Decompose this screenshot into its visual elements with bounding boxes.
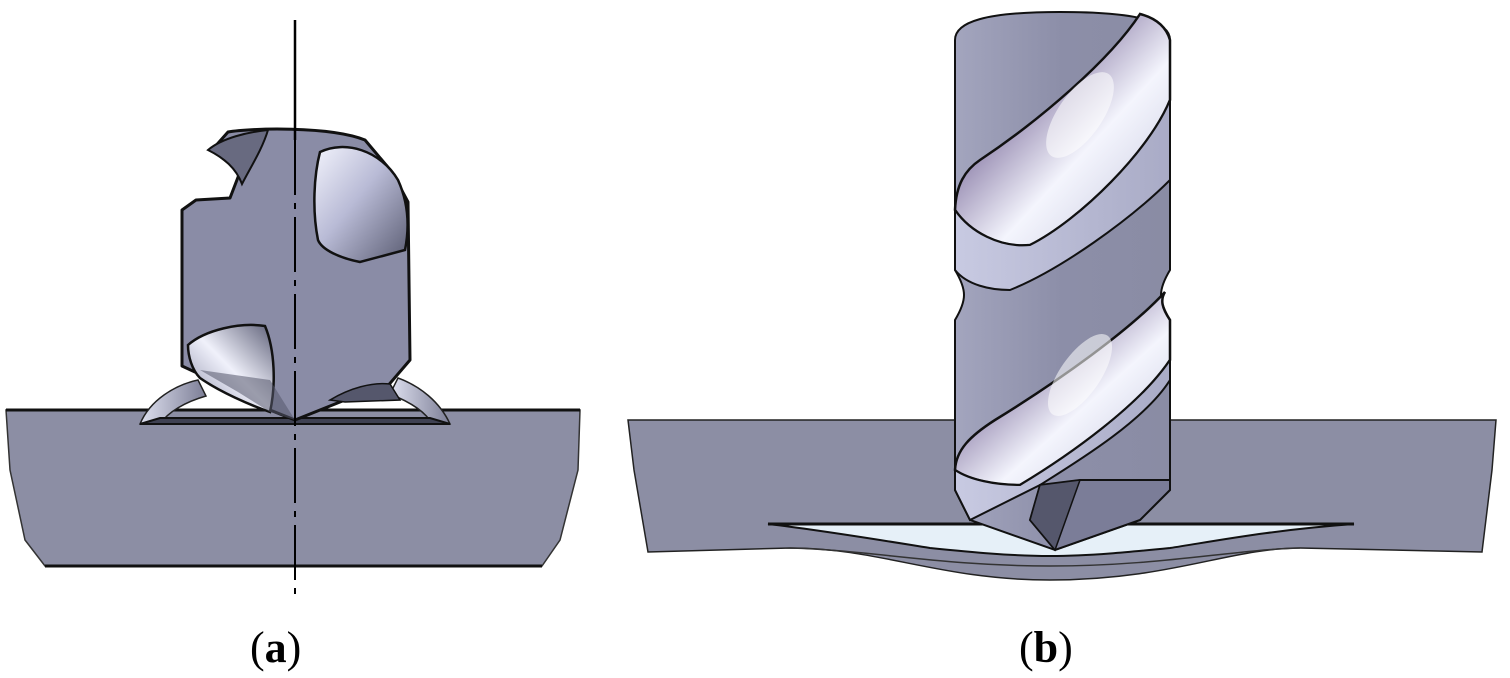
workpiece-a (5, 409, 581, 567)
flute-upper-right (313, 145, 409, 264)
chip-left (138, 379, 208, 425)
drill-exit-illustration (627, 10, 1497, 581)
caption-a: (a) (250, 623, 302, 672)
panel-b: (b) (610, 0, 1510, 678)
caption-b: (b) (1019, 623, 1073, 672)
cutting-lip-top-left (206, 128, 270, 187)
panel-a: (a) (0, 0, 600, 678)
chip-right (388, 377, 452, 425)
drill-entry-illustration (5, 20, 581, 600)
